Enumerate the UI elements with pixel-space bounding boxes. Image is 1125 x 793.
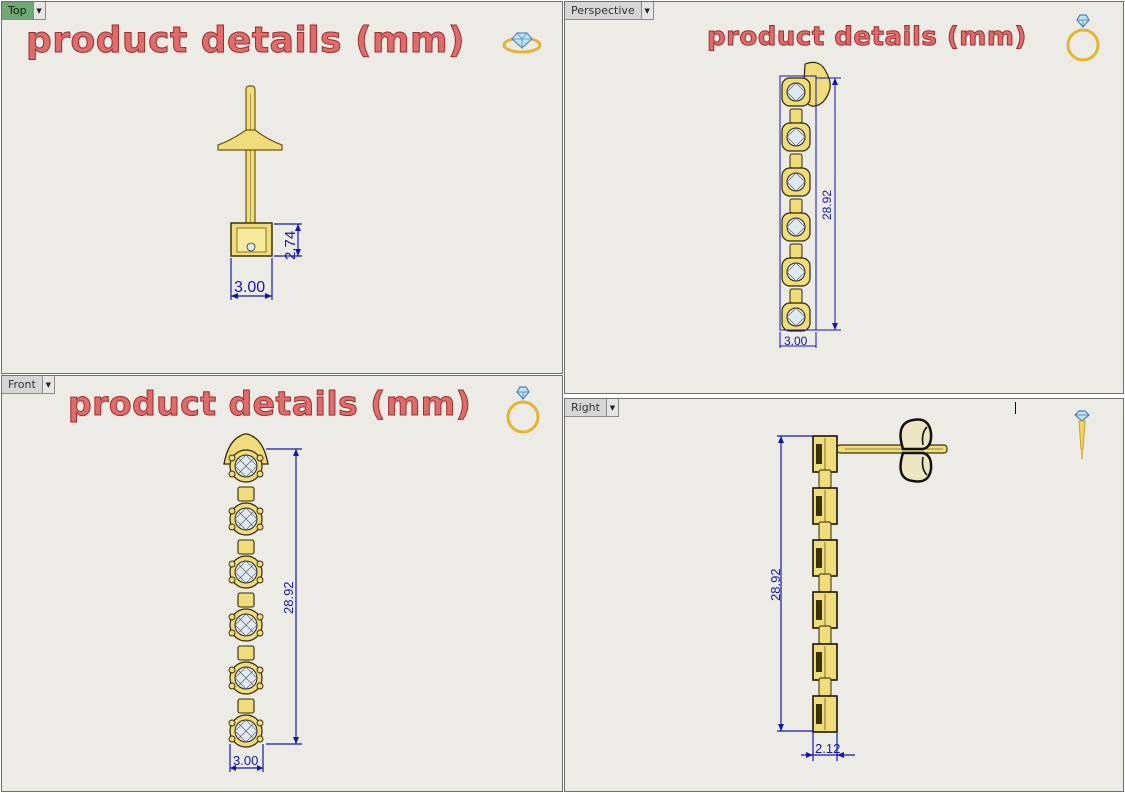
viewport-label: Perspective [565, 2, 641, 19]
prong [228, 507, 236, 515]
chain-link [818, 521, 832, 541]
prong [256, 507, 264, 515]
viewport-top[interactable]: Top ▼ product details (mm) [1, 1, 563, 374]
setting-opening [816, 600, 822, 620]
chain-link [789, 198, 803, 214]
stone-facets [234, 454, 258, 478]
viewport-label: Top [2, 2, 33, 19]
prong [228, 629, 236, 637]
ring-icon [506, 386, 540, 434]
viewport-perspective[interactable]: Perspective ▼ product details (mm) 28.92… [564, 1, 1124, 394]
headline: product details (mm) [707, 22, 1027, 53]
chain-link [818, 625, 832, 645]
prong [256, 613, 264, 621]
earring-icon [1074, 410, 1090, 459]
dimension-height-label: 2.74 [282, 231, 299, 260]
dimension-length-label: 28.92 [768, 568, 783, 601]
stone [786, 172, 806, 192]
stone-facets [786, 127, 806, 147]
top-view-drawing: 3.00 2.74 [217, 85, 302, 300]
viewport-tab-perspective[interactable]: Perspective ▼ [565, 2, 654, 20]
prong [228, 666, 236, 674]
chain-link [818, 677, 832, 697]
chain-link [818, 469, 832, 489]
dimension-length-label: 28.92 [281, 581, 296, 614]
stone [786, 82, 806, 102]
prong [228, 576, 236, 584]
prong [228, 523, 236, 531]
text-cursor-icon [1015, 402, 1016, 414]
ring-icon [502, 32, 542, 54]
chain-link [818, 573, 832, 593]
prong [228, 682, 236, 690]
dimension-width-label: 3.00 [784, 334, 808, 348]
viewport-menu-arrow-icon[interactable]: ▼ [605, 399, 618, 416]
stone-facets [786, 217, 806, 237]
prong [256, 629, 264, 637]
chain-link [789, 153, 803, 169]
prong [228, 735, 236, 743]
setting-opening [816, 496, 822, 516]
stone-facets [786, 262, 806, 282]
prong [256, 470, 264, 478]
setting-opening [816, 652, 822, 672]
chain-link [237, 645, 255, 661]
prong [256, 523, 264, 531]
stone-facets [234, 666, 258, 690]
stone-facets [786, 307, 806, 327]
stone-facets [234, 560, 258, 584]
chain-link [237, 698, 255, 714]
viewport-menu-arrow-icon[interactable]: ▼ [32, 2, 45, 19]
prong [256, 666, 264, 674]
stone-facets [786, 82, 806, 102]
stone-facets [234, 613, 258, 637]
dimension-length-label: 28.92 [820, 190, 834, 220]
chain-link [789, 108, 803, 124]
right-view-drawing: 28.92 2.12 [768, 418, 948, 761]
setting-opening [816, 548, 822, 568]
prong [256, 576, 264, 584]
setting-opening [816, 704, 822, 724]
prong [256, 735, 264, 743]
viewport-menu-arrow-icon[interactable]: ▼ [41, 376, 54, 393]
chain-link [789, 243, 803, 259]
stone [786, 217, 806, 237]
prong [228, 560, 236, 568]
prong [228, 719, 236, 727]
chain-link [237, 539, 255, 555]
viewport-tab-top[interactable]: Top ▼ [2, 2, 46, 20]
stone [786, 307, 806, 327]
stone [786, 127, 806, 147]
prong [228, 613, 236, 621]
viewport-label: Right [565, 399, 606, 416]
prong [228, 454, 236, 462]
headline: product details (mm) [67, 384, 472, 424]
dimension-width-label: 3.00 [234, 279, 265, 296]
headline: product details (mm) [26, 20, 466, 62]
dimension-width-label: 3.00 [233, 753, 258, 768]
viewport-label: Front [2, 376, 42, 393]
prong [256, 682, 264, 690]
viewport-front[interactable]: Front ▼ product details (mm) 28.92 3.00 [1, 375, 563, 792]
chain-link [789, 288, 803, 304]
stone-facets [234, 507, 258, 531]
chain-link [237, 592, 255, 608]
prong [256, 560, 264, 568]
viewport-tab-right[interactable]: Right ▼ [565, 399, 619, 417]
stone-facets [786, 172, 806, 192]
prong [228, 470, 236, 478]
perspective-view-drawing: 28.92 3.00 [779, 61, 841, 348]
dimension-depth-label: 2.12 [815, 741, 840, 756]
ring-icon [1066, 14, 1100, 62]
stone-facets [234, 719, 258, 743]
setting-opening [816, 444, 822, 464]
viewport-menu-arrow-icon[interactable]: ▼ [640, 2, 653, 19]
stone [786, 262, 806, 282]
chain-link [237, 486, 255, 502]
viewport-tab-front[interactable]: Front ▼ [2, 376, 55, 394]
viewport-right[interactable]: Right ▼ [564, 398, 1124, 792]
prong [256, 719, 264, 727]
prong [256, 454, 264, 462]
front-view-drawing: 28.92 3.00 [223, 433, 302, 772]
